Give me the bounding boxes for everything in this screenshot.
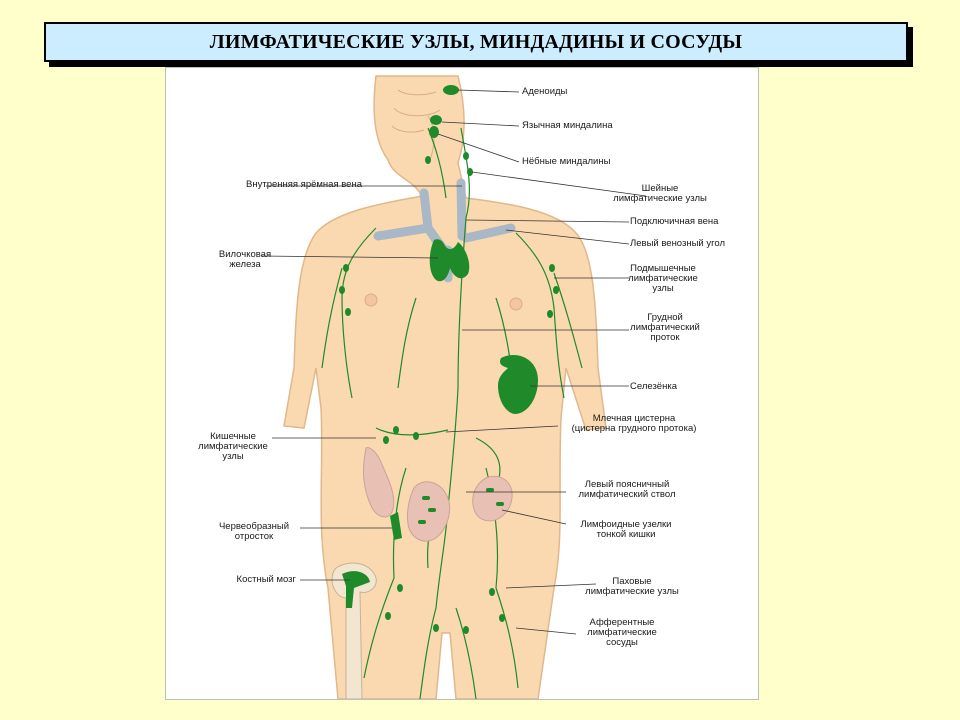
label-cervical-nodes-line1: Шейные: [641, 183, 679, 194]
lymph-nodes: [339, 152, 559, 634]
label-lumbar-line1: Левый поясничный: [584, 479, 670, 490]
label-intestinal-line3: узлы: [222, 451, 244, 462]
nipple-right: [364, 293, 378, 307]
label-inguinal-line1: Паховые: [612, 576, 652, 587]
label-thoracic-duct-line1: Грудной: [647, 312, 683, 323]
label-afferent-line1: Афферентные: [589, 617, 655, 628]
label-inguinal-line2: лимфатические узлы: [585, 586, 679, 597]
label-left-venous-angle: Левый венозный угол: [630, 238, 725, 249]
label-appendix-line1: Червеобразный: [218, 521, 290, 532]
label-subclavian-vein: Подключичная вена: [630, 216, 719, 227]
label-thoracic-duct: Грудной лимфатический проток: [618, 313, 712, 343]
label-axillary-nodes: Подмышечные лимфатические узлы: [616, 264, 710, 294]
label-thoracic-duct-line2: лимфатический: [630, 322, 700, 333]
label-spleen: Селезёнка: [630, 381, 677, 392]
thymus: [429, 239, 470, 282]
lymphatic-system-illustration: [261, 75, 647, 699]
appendix: [390, 512, 402, 540]
nipple-left: [509, 297, 523, 311]
body-silhouette: [283, 75, 607, 699]
label-thymus-line1: Вилочковая: [218, 249, 272, 260]
label-afferent-line3: сосуды: [606, 637, 638, 648]
label-cisterna-chyli: Млечная цистерна (цистерна грудного прот…: [558, 414, 710, 434]
label-afferent-line2: лимфатические: [587, 627, 657, 638]
label-appendix: Червеобразный отросток: [206, 522, 302, 542]
intestines: [363, 447, 513, 542]
label-cervical-nodes-line2: лимфатические узлы: [613, 193, 707, 204]
title-bar: ЛИМФАТИЧЕСКИЕ УЗЛЫ, МИНДАДИНЫ И СОСУДЫ: [44, 22, 913, 67]
spleen: [498, 354, 538, 414]
label-adenoids: Аденоиды: [522, 86, 568, 97]
peyer-patches: [418, 488, 504, 524]
label-thymus: Вилочковая железа: [202, 250, 288, 270]
label-peyer-line1: Лимфоидные узелки: [580, 519, 672, 530]
diagram-figure: Аденоиды Язычная миндалина Нёбные миндал…: [165, 67, 759, 700]
label-intestinal-line2: лимфатические: [198, 441, 268, 452]
label-afferent-vessels: Афферентные лимфатические сосуды: [570, 618, 674, 648]
label-lumbar-trunk: Левый поясничный лимфатический ствол: [562, 480, 692, 500]
label-peyer-line2: тонкой кишки: [596, 529, 656, 540]
page-title: ЛИМФАТИЧЕСКИЕ УЗЛЫ, МИНДАДИНЫ И СОСУДЫ: [209, 30, 743, 53]
label-cervical-nodes: Шейные лимфатические узлы: [612, 184, 708, 204]
label-lingual-tonsil: Язычная миндалина: [522, 120, 613, 131]
label-thoracic-duct-line3: проток: [650, 332, 680, 343]
label-appendix-line2: отросток: [234, 531, 274, 542]
label-peyer-patches: Лимфоидные узелки тонкой кишки: [566, 520, 686, 540]
label-cisterna-line2: (цистерна грудного протока): [571, 423, 697, 434]
label-lumbar-line2: лимфатический ствол: [578, 489, 676, 500]
label-bone-marrow: Костный мозг: [236, 574, 296, 585]
label-axillary-line2: лимфатические: [628, 273, 698, 284]
label-cisterna-line1: Млечная цистерна: [592, 413, 676, 424]
leader-lines: [261, 89, 647, 635]
label-intestinal-line1: Кишечные: [210, 431, 256, 442]
label-thymus-line2: железа: [229, 259, 261, 270]
label-axillary-line1: Подмышечные: [630, 263, 696, 274]
tonsils: [429, 85, 459, 138]
label-axillary-line3: узлы: [652, 283, 674, 294]
label-inguinal-nodes: Паховые лимфатические узлы: [570, 577, 694, 597]
label-internal-jugular-vein: Внутренняя ярёмная вена: [246, 179, 362, 190]
title-box: ЛИМФАТИЧЕСКИЕ УЗЛЫ, МИНДАДИНЫ И СОСУДЫ: [44, 22, 908, 62]
label-intestinal-nodes: Кишечные лимфатические узлы: [186, 432, 280, 462]
label-palatine-tonsils: Нёбные миндалины: [522, 156, 611, 167]
